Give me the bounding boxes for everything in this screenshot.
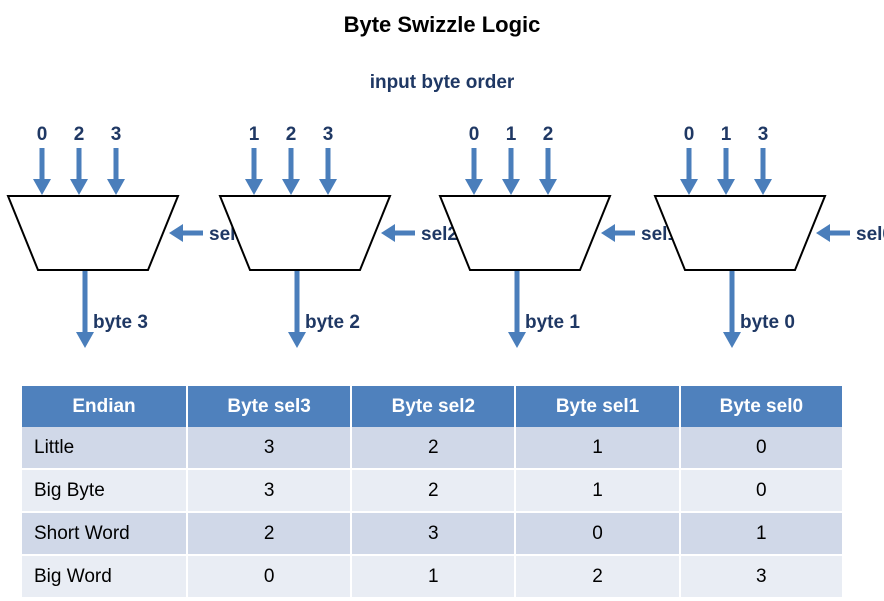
- table-cell: Short Word: [22, 512, 188, 556]
- select-arrow-head: [169, 224, 183, 242]
- input-arrow-head: [107, 179, 125, 195]
- output-label: byte 3: [93, 312, 148, 333]
- header-byte-sel2: Byte sel2: [351, 386, 517, 427]
- input-label: 1: [721, 124, 732, 145]
- input-label: 1: [249, 124, 260, 145]
- table-header-row: Endian Byte sel3 Byte sel2 Byte sel1 Byt…: [22, 386, 842, 427]
- input-label: 2: [543, 124, 554, 145]
- input-arrow-head: [680, 179, 698, 195]
- output-label: byte 1: [525, 312, 580, 333]
- table-cell: 0: [679, 469, 842, 513]
- header-byte-sel0: Byte sel0: [679, 386, 842, 427]
- input-label: 3: [111, 124, 122, 145]
- table-cell: Big Byte: [22, 469, 188, 513]
- input-label: 3: [323, 124, 334, 145]
- input-arrow-head: [717, 179, 735, 195]
- select-label: sel0: [856, 224, 884, 245]
- input-arrow-head: [245, 179, 263, 195]
- table-cell: 2: [515, 555, 681, 599]
- output-arrow-head: [76, 332, 94, 348]
- select-arrow-head: [816, 224, 830, 242]
- table-cell: 0: [187, 555, 353, 599]
- table-cell: 2: [351, 427, 517, 470]
- input-label: 3: [758, 124, 769, 145]
- table-row: Big Byte 3 2 1 0: [22, 469, 842, 513]
- input-label: 1: [506, 124, 517, 145]
- table-cell: Big Word: [22, 555, 188, 599]
- table-row: Short Word 2 3 0 1: [22, 512, 842, 556]
- table-cell: 3: [351, 512, 517, 556]
- table-row: Big Word 0 1 2 3: [22, 555, 842, 599]
- select-label: sel2: [421, 224, 458, 245]
- output-label: byte 2: [305, 312, 360, 333]
- table-cell: 0: [679, 427, 842, 470]
- table-cell: 1: [515, 469, 681, 513]
- table-cell: 0: [515, 512, 681, 556]
- header-endian: Endian: [22, 386, 188, 427]
- output-arrow-head: [508, 332, 526, 348]
- table-cell: 3: [679, 555, 842, 599]
- input-label: 0: [37, 124, 48, 145]
- mux-2: [438, 195, 612, 271]
- table-cell: 1: [515, 427, 681, 470]
- diagram-title: Byte Swizzle Logic: [343, 12, 541, 37]
- endian-table: Endian Byte sel3 Byte sel2 Byte sel1 Byt…: [22, 386, 842, 599]
- input-arrow-head: [70, 179, 88, 195]
- input-arrow-head: [539, 179, 557, 195]
- input-order-label: input byte order: [369, 72, 515, 93]
- input-arrow-head: [33, 179, 51, 195]
- input-arrow-head: [319, 179, 337, 195]
- select-arrow-head: [601, 224, 615, 242]
- table-cell: 2: [351, 469, 517, 513]
- input-label: 2: [286, 124, 297, 145]
- input-arrow-head: [502, 179, 520, 195]
- table-cell: Little: [22, 427, 188, 470]
- mux-1: [218, 195, 392, 271]
- input-arrow-head: [282, 179, 300, 195]
- header-byte-sel3: Byte sel3: [187, 386, 353, 427]
- select-arrow-head: [381, 224, 395, 242]
- input-label: 0: [684, 124, 695, 145]
- input-arrow-head: [465, 179, 483, 195]
- header-byte-sel1: Byte sel1: [515, 386, 681, 427]
- table-cell: 1: [351, 555, 517, 599]
- input-label: 0: [469, 124, 480, 145]
- table-cell: 3: [187, 427, 353, 470]
- output-arrow-head: [288, 332, 306, 348]
- mux-3: [653, 195, 827, 271]
- table-row: Little 3 2 1 0: [22, 427, 842, 470]
- output-label: byte 0: [740, 312, 795, 333]
- table-cell: 1: [679, 512, 842, 556]
- input-arrow-head: [754, 179, 772, 195]
- table-cell: 3: [187, 469, 353, 513]
- input-label: 2: [74, 124, 85, 145]
- output-arrow-head: [723, 332, 741, 348]
- table-cell: 2: [187, 512, 353, 556]
- mux-0: [6, 195, 180, 271]
